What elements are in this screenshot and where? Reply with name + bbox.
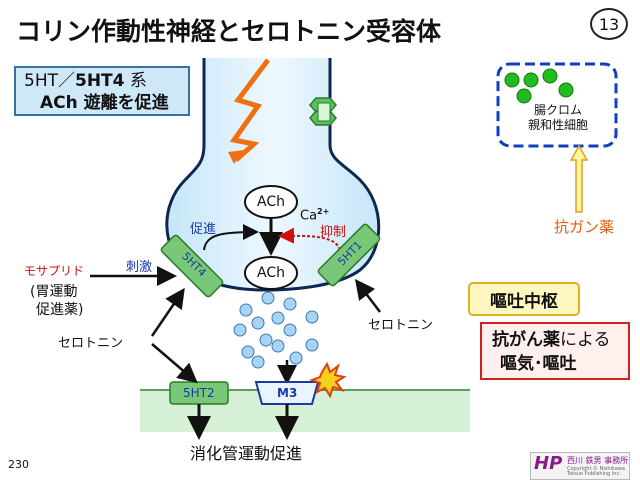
serotonin-left-label: セロトニン xyxy=(58,336,124,351)
ach-vesicle-upper xyxy=(244,185,298,219)
ach-release-dots xyxy=(233,291,319,369)
ec-granules xyxy=(504,68,574,104)
receptor-5ht1-shape xyxy=(317,223,381,287)
ach-upper-label: ACh xyxy=(257,194,285,210)
subtitle-box: 5HT／5HT4 系 ACh 遊離を促進 xyxy=(14,66,190,116)
subtitle-line-1: 5HT／5HT4 系 xyxy=(24,71,147,91)
stimulate-label: 刺激 xyxy=(126,260,153,275)
promote-label: 促進 xyxy=(190,222,217,237)
antiemetic-up-arrow xyxy=(569,144,589,213)
serotonin-right-label: セロトニン xyxy=(368,318,434,333)
ach-lower-label: ACh xyxy=(257,265,285,281)
page-number-badge: 13 xyxy=(590,8,628,40)
ach-vesicle-lower xyxy=(244,256,298,290)
mosapride-label: モサプリド xyxy=(24,264,85,278)
page-number: 13 xyxy=(598,14,620,34)
bolt-arrowhead xyxy=(228,150,244,164)
inhibit-label: 抑制 xyxy=(320,225,347,240)
page-title: コリン作動性神経とセロトニン受容体 xyxy=(16,17,442,46)
antiemetic-label: 抗ガン薬 xyxy=(554,218,615,236)
receptor-m3-shape xyxy=(254,381,320,405)
serotonin-to-5ht2-arrow xyxy=(151,343,198,384)
publisher-logo: HP 西川 鉄男 事務所 Copyright © Nishikawa Tetsu… xyxy=(530,452,630,480)
enterochromaffin-label: 腸クロム親和性細胞 xyxy=(527,103,588,132)
subtitle-line-2: ACh 遊離を促進 xyxy=(40,93,169,113)
drug-class-label: (胃運動促進薬) xyxy=(30,284,84,318)
activation-flash-icon xyxy=(309,361,347,399)
vomiting-center-box: 嘔吐中枢 xyxy=(468,282,580,316)
receptor-m3-label: M3 xyxy=(277,386,298,400)
action-potential-bolt xyxy=(229,58,270,162)
serotonin-to-5ht1-arrow xyxy=(354,279,381,313)
calcium-channel-icon xyxy=(309,97,337,126)
receptor-5ht4-shape xyxy=(160,234,224,298)
receptor-5ht2-label: 5HT2 xyxy=(183,386,215,400)
inhibit-arrow xyxy=(278,227,341,251)
serotonin-to-5ht4-arrow xyxy=(150,287,185,337)
outcome-label: 消化管運動促進 xyxy=(190,444,303,463)
promote-arrow xyxy=(203,224,259,251)
calcium-label: Ca2+ xyxy=(300,207,330,224)
chemo-nausea-box: 抗がん薬による 嘔気･嘔吐 xyxy=(480,322,630,380)
slide-number: 230 xyxy=(8,458,29,471)
